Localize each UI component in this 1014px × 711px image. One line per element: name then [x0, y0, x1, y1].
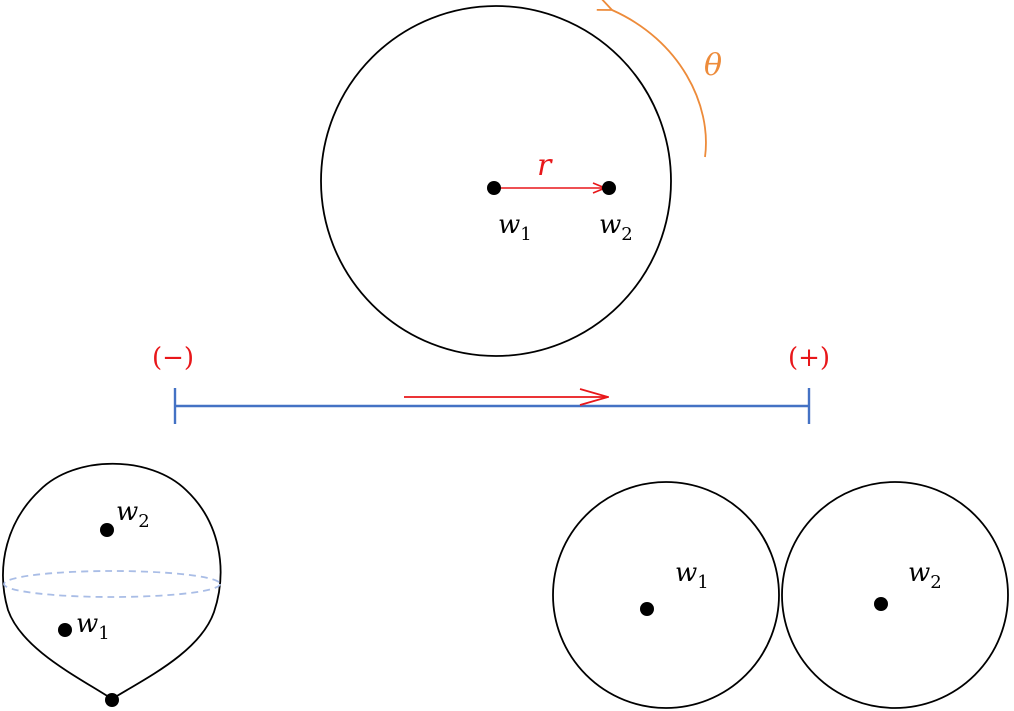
right-w1-label: w1: [675, 558, 709, 593]
minus-label: (−): [152, 343, 194, 373]
theta-arc: [612, 10, 707, 158]
teardrop-equator: [3, 570, 221, 598]
right-w2-label: w2: [908, 558, 942, 593]
right-w2-point: [874, 597, 888, 611]
teardrop-w2-point: [100, 523, 114, 537]
teardrop-w2-label: w2: [116, 497, 150, 532]
scale-axis-group: (−) (+): [152, 343, 830, 424]
teardrop-outline: [2, 462, 222, 701]
top-w2-label: w2: [599, 210, 633, 245]
right-circle-1: [552, 481, 780, 709]
teardrop-w1-label: w1: [76, 609, 110, 644]
right-w1-point: [640, 602, 654, 616]
teardrop-w1-point: [58, 623, 72, 637]
teardrop-tip-point: [105, 693, 119, 707]
teardrop-shape-group: w2 w1: [2, 462, 222, 707]
plus-label: (+): [788, 343, 830, 373]
top-w1-label: w1: [498, 210, 532, 245]
right-circle-2: [781, 481, 1009, 709]
top-w2-point: [602, 181, 616, 195]
r-label: r: [537, 148, 553, 183]
top-circle-group: θ r w1 w2: [320, 5, 722, 357]
theta-label: θ: [704, 48, 722, 83]
top-circle: [320, 5, 672, 357]
top-w1-point: [487, 181, 501, 195]
two-circles-group: w1 w2: [552, 481, 1009, 709]
